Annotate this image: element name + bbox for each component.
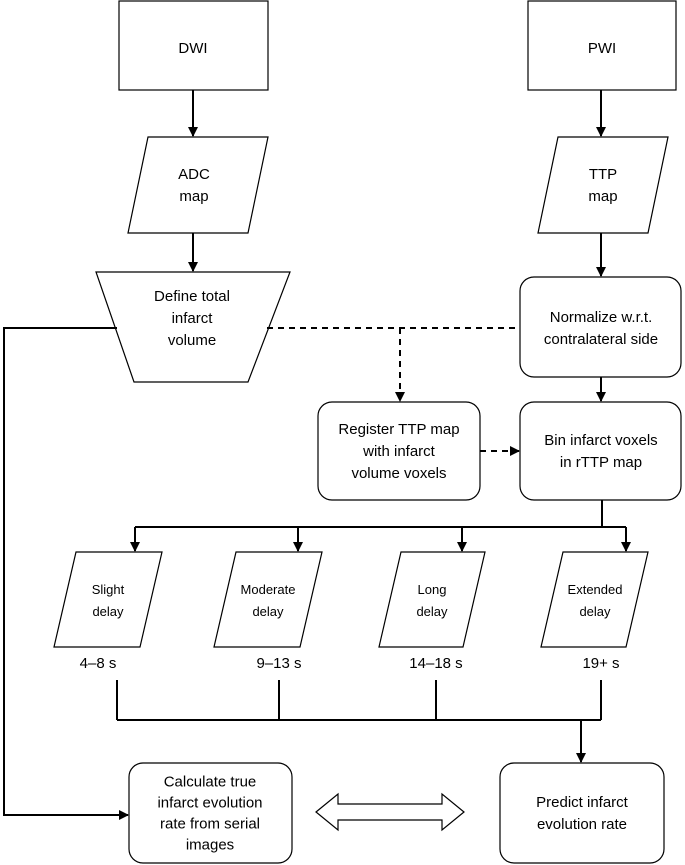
calculate-box xyxy=(128,762,293,864)
define-volume-trapezoid xyxy=(95,271,291,383)
slight-delay-parallelogram xyxy=(53,551,163,648)
dwi-box xyxy=(118,0,269,91)
bin-box xyxy=(519,401,682,501)
pwi-label: PWI xyxy=(588,40,616,57)
moderate-delay-parallelogram xyxy=(213,551,323,648)
ttp-map-parallelogram xyxy=(537,136,669,234)
extended-range-label: 19+ s xyxy=(582,655,619,672)
normalize-box xyxy=(519,276,682,378)
long-delay-parallelogram xyxy=(378,551,486,648)
predict-box xyxy=(499,762,665,864)
long-range-label: 14–18 s xyxy=(409,655,462,672)
normalize-label: Normalize w.r.t.contralateral side xyxy=(544,309,658,348)
pwi-box xyxy=(527,0,677,91)
extended-delay-parallelogram xyxy=(540,551,649,648)
moderate-range-label: 9–13 s xyxy=(256,655,301,672)
slight-range-label: 4–8 s xyxy=(80,655,117,672)
adc-map-parallelogram xyxy=(127,136,269,234)
arrow-define-calculate xyxy=(3,327,129,820)
double-arrow-icon xyxy=(315,792,465,832)
dwi-label: DWI xyxy=(178,40,207,57)
